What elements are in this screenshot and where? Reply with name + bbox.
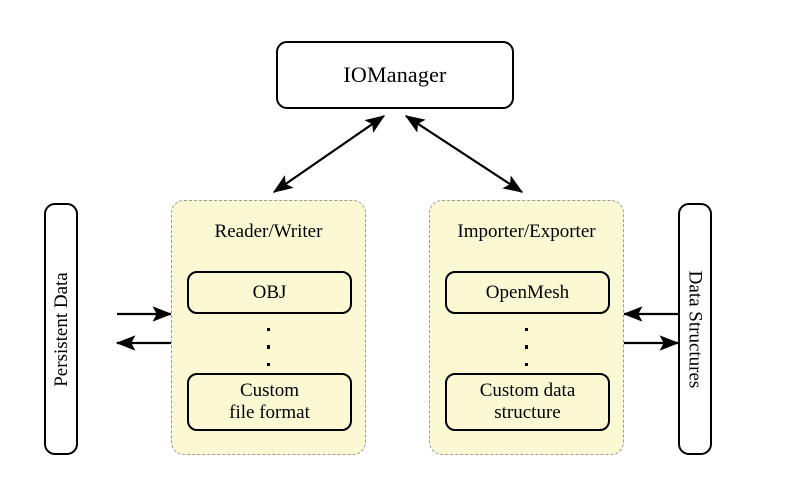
importer-exporter-item-custom-label: Custom data structure bbox=[479, 380, 576, 423]
reader-writer-item-obj-label: OBJ bbox=[252, 281, 287, 303]
connector-iomanager-importer-exporter bbox=[404, 115, 524, 193]
importer-exporter-item-custom[interactable]: Custom data structure bbox=[445, 373, 610, 431]
reader-writer-item-custom[interactable]: Custom file format bbox=[187, 373, 352, 431]
connector-iomanager-reader-writer bbox=[272, 115, 386, 193]
importer-exporter-item-openmesh-label: OpenMesh bbox=[485, 281, 570, 303]
reader-writer-item-obj[interactable]: OBJ bbox=[187, 271, 352, 314]
persistent-data-box[interactable]: Persistent Data bbox=[44, 203, 78, 455]
importer-exporter-group[interactable]: Importer/Exporter OpenMesh Custom data s… bbox=[429, 200, 624, 455]
importer-exporter-title: Importer/Exporter bbox=[457, 221, 596, 242]
iomanager-label: IOManager bbox=[343, 62, 447, 87]
reader-writer-title: Reader/Writer bbox=[214, 221, 323, 242]
iomanager-box[interactable]: IOManager bbox=[276, 41, 514, 109]
importer-exporter-ellipsis-icon bbox=[430, 328, 623, 366]
data-structures-box[interactable]: Data Structures bbox=[678, 203, 712, 455]
reader-writer-item-custom-label: Custom file format bbox=[229, 380, 310, 423]
importer-exporter-item-openmesh[interactable]: OpenMesh bbox=[445, 271, 610, 314]
reader-writer-group[interactable]: Reader/Writer OBJ Custom file format bbox=[171, 200, 366, 455]
data-structures-label: Data Structures bbox=[684, 270, 706, 388]
persistent-data-label: Persistent Data bbox=[50, 271, 72, 387]
reader-writer-ellipsis-icon bbox=[172, 328, 365, 366]
